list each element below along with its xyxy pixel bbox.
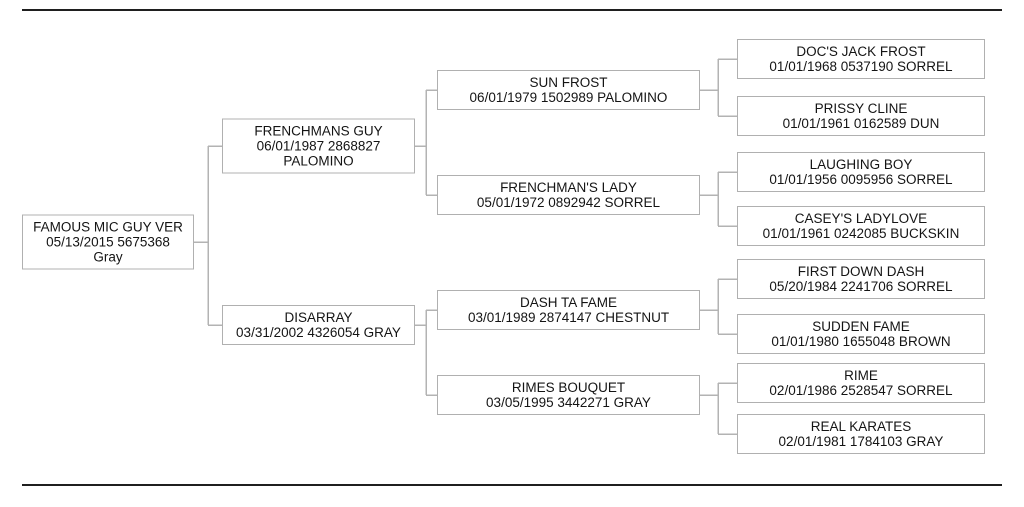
- pedigree-node-line: 01/01/1956 0095956 SORREL: [769, 172, 953, 187]
- pedigree-node-line: 05/13/2015 5675368: [46, 234, 170, 250]
- pedigree-node-line: DISARRAY: [284, 310, 353, 325]
- pedigree-node-line: 03/01/1989 2874147 CHESTNUT: [467, 310, 670, 325]
- pedigree-node-line: 01/01/1968 0537190 SORREL: [769, 59, 953, 74]
- pedigree-node-line: SUN FROST: [529, 75, 608, 90]
- pedigree-node-line: 05/20/1984 2241706 SORREL: [769, 279, 953, 294]
- bottom-rule: [22, 484, 1002, 486]
- pedigree-node-line: SUDDEN FAME: [812, 319, 910, 334]
- pedigree-node-line: FRENCHMAN'S LADY: [500, 180, 637, 195]
- pedigree-node-line: Gray: [93, 249, 123, 265]
- pedigree-node-line: FIRST DOWN DASH: [797, 264, 925, 279]
- pedigree-node-line: FRENCHMANS GUY: [254, 123, 383, 139]
- pedigree-node-line: FAMOUS MIC GUY VER: [33, 219, 183, 235]
- pedigree-node-line: REAL KARATES: [810, 419, 912, 434]
- pedigree-node-line: 05/01/1972 0892942 SORREL: [476, 195, 661, 210]
- pedigree-node-line: 02/01/1986 2528547 SORREL: [769, 383, 953, 398]
- top-rule: [22, 9, 1002, 11]
- pedigree-node-line: DOC'S JACK FROST: [796, 44, 926, 59]
- pedigree-node-line: 03/05/1995 3442271 GRAY: [486, 395, 651, 410]
- pedigree-node-line: 01/01/1961 0162589 DUN: [782, 116, 940, 131]
- pedigree-node-line: LAUGHING BOY: [809, 157, 913, 172]
- pedigree-node-line: 06/01/1979 1502989 PALOMINO: [469, 90, 668, 105]
- pedigree-node-line: 01/01/1980 1655048 BROWN: [771, 334, 951, 349]
- pedigree-node-line: 01/01/1961 0242085 BUCKSKIN: [762, 226, 960, 241]
- pedigree-node-line: DASH TA FAME: [519, 295, 618, 310]
- pedigree-node-line: 03/31/2002 4326054 GRAY: [236, 325, 401, 340]
- pedigree-node-line: PALOMINO: [283, 153, 354, 169]
- pedigree-node-line: 02/01/1981 1784103 GRAY: [778, 434, 944, 449]
- pedigree-node-line: PRISSY CLINE: [814, 101, 908, 116]
- pedigree-node-line: RIMES BOUQUET: [511, 380, 626, 395]
- pedigree-node-line: CASEY'S LADYLOVE: [794, 211, 928, 226]
- pedigree-node-line: RIME: [844, 368, 878, 383]
- pedigree-node-line: 06/01/1987 2868827: [256, 138, 381, 154]
